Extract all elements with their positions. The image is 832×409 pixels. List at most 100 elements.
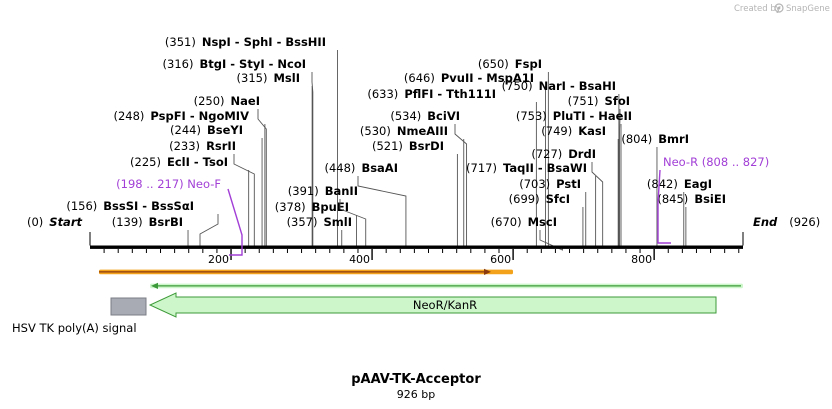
site-label: (804)BmrI — [621, 132, 689, 146]
site-pflfi-tth111i: (633)PflFI - Tth111I — [367, 87, 537, 246]
site-label: (351)NspI - SphI - BssHII — [165, 35, 326, 49]
site-start: (0)Start — [27, 215, 91, 246]
restriction-sites: (0)Start (139)BsrBI(156)BssSI - BssSαI (22… — [27, 35, 820, 251]
plasmid-length: 926 bp — [397, 388, 435, 401]
hsv-tk-polya-feature: HSV TK poly(A) signal — [12, 297, 147, 335]
site-label: (750)NarI - BsaHI — [502, 79, 616, 93]
site-bsaai: (448)BsaAI — [325, 161, 407, 246]
snapgene-logo-icon — [774, 3, 784, 13]
feature-label-polya: HSV TK poly(A) signal — [12, 321, 137, 335]
site-connector — [454, 124, 468, 246]
site-label: End(926) — [753, 215, 820, 229]
site-label: (751)SfoI — [568, 94, 630, 108]
site-eagi: (842)EagI — [647, 177, 712, 246]
site-banii: (391)BanII — [288, 184, 367, 246]
site-label: (378)BpuEI — [275, 200, 349, 214]
brand-name: SnapGene — [786, 4, 830, 14]
site-kasi: (749)KasI — [541, 124, 619, 246]
site-bsiei: (845)BsiEI — [657, 192, 726, 246]
site-bmri: (804)BmrI — [621, 132, 689, 246]
site-sfoi: (751)SfoI — [568, 94, 630, 246]
site-label: (845)BsiEI — [657, 192, 726, 206]
sequence-backbone: 200 400 600 800 — [90, 245, 743, 266]
primer-neo-r: Neo-R (808 .. 827) — [657, 155, 769, 244]
site-label: (316)BtgI - StyI - NcoI — [163, 57, 306, 71]
site-msci: (670)MscI — [491, 215, 563, 251]
site-label: (753)PluTI - HaeII — [516, 109, 632, 123]
neor-kanr-feature: NeoR/KanR — [148, 292, 717, 318]
site-naei: (250)NaeI — [194, 94, 267, 246]
site-smli: (357)SmlI — [287, 215, 352, 246]
site-nmeaiii: (530)NmeAIII — [360, 124, 465, 246]
site-label: (233)RsrII — [169, 139, 236, 153]
ruler-label: 400 — [349, 253, 370, 266]
ruler-label: 800 — [631, 253, 652, 266]
site-bseyi: (244)BseYI — [170, 123, 263, 246]
ruler-label: 600 — [490, 253, 511, 266]
site-end: End(926) — [742, 215, 820, 246]
site-label: (521)BsrDI — [372, 139, 444, 153]
site-bsrdi: (521)BsrDI — [372, 139, 458, 246]
site-label: (250)NaeI — [194, 94, 260, 108]
orf-reverse — [150, 282, 743, 289]
site-label: (842)EagI — [647, 177, 712, 191]
site-connector — [311, 72, 314, 246]
site-rsrii: (233)RsrII — [169, 139, 255, 246]
primer-arrow-icon — [657, 169, 671, 244]
site-sfci: (699)SfcI — [509, 192, 584, 246]
site-ecli-tsoi: (225)EclI - TsoI — [130, 155, 250, 246]
site-bcivi: (534)BciVI — [390, 109, 468, 246]
site-nspi-sphi-bsshii: (351)NspI - SphI - BssHII — [165, 35, 338, 246]
site-bsssi-bsss-i: (156)BssSI - BssSαI — [66, 199, 219, 246]
ruler-label: 200 — [208, 253, 229, 266]
site-label: (633)PflFI - Tth111I — [367, 87, 496, 101]
site-label: (244)BseYI — [170, 123, 243, 137]
site-label: (646)PvuII - MspA1I — [404, 71, 534, 85]
site-label: (139)BsrBI — [112, 215, 183, 229]
site-btgi-styi-ncoi: (316)BtgI - StyI - NcoI — [163, 57, 314, 246]
site-taqii-bsawi: (717)TaqII - BsaWI — [466, 161, 597, 246]
site-msli: (315)MslI — [237, 71, 313, 246]
site-label: (534)BciVI — [390, 109, 460, 123]
minor-ticks — [103, 249, 740, 253]
site-pluti-haeii: (753)PluTI - HaeII — [516, 109, 632, 246]
site-label: (749)KasI — [541, 124, 606, 138]
site-connector — [357, 176, 407, 246]
site-label: (225)EclI - TsoI — [130, 155, 228, 169]
primer-neo-f: (198 .. 217) Neo-F — [116, 177, 243, 256]
site-fspi: (650)FspI — [478, 57, 549, 246]
site-pspfi-ngomiv: (248)PspFI - NgoMIV — [113, 109, 266, 246]
site-label: (315)MslI — [237, 71, 300, 85]
site-label: (448)BsaAI — [325, 161, 399, 175]
site-label: (0)Start — [27, 215, 83, 229]
site-psti: (703)PstI — [519, 177, 587, 246]
primer-label: Neo-R (808 .. 827) — [663, 155, 769, 169]
site-label: (357)SmlI — [287, 215, 352, 229]
site-label: (703)PstI — [519, 177, 581, 191]
site-label: (670)MscI — [491, 215, 557, 229]
site-bsrbi: (139)BsrBI — [112, 215, 189, 246]
site-connector — [591, 162, 604, 246]
primer-label: (198 .. 217) Neo-F — [116, 177, 221, 191]
site-connector — [233, 154, 255, 246]
feature-label-neor-kanr: NeoR/KanR — [413, 298, 477, 312]
polya-block — [110, 297, 147, 316]
site-drdi: (727)DrdI — [531, 147, 604, 246]
orf-reverse-arrow-icon — [151, 282, 158, 289]
site-label: (248)PspFI - NgoMIV — [113, 109, 249, 123]
brand-created-by: Created by — [734, 4, 781, 14]
orf-forward — [99, 268, 513, 275]
primer-arrow-icon — [227, 188, 243, 256]
site-label: (391)BanII — [288, 184, 358, 198]
primers: (198 .. 217) Neo-F Neo-R (808 .. 827) — [116, 155, 769, 256]
snapgene-watermark: Created by SnapGene — [734, 3, 830, 14]
site-connector — [199, 214, 219, 246]
ruler: 200 400 600 800 — [208, 249, 655, 266]
site-label: (699)SfcI — [509, 192, 570, 206]
site-nari-bsahi: (750)NarI - BsaHI — [502, 79, 620, 246]
site-label: (717)TaqII - BsaWI — [466, 161, 587, 175]
site-label: (530)NmeAIII — [360, 124, 448, 138]
dna-double-strand — [90, 245, 743, 249]
neor-kanr-arrow-icon — [148, 292, 717, 318]
